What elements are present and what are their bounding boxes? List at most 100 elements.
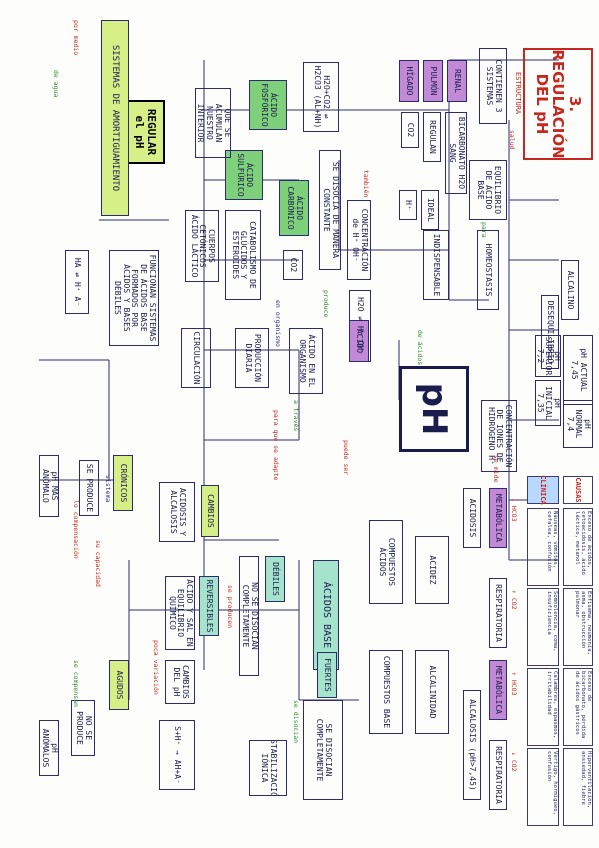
node-indispensable: INDISPENSABLE <box>423 230 449 300</box>
label-co2-low: ↓ CO2 <box>510 752 518 772</box>
node-homeostasis: HOMEOSTASIS <box>477 230 499 310</box>
node-reversibles: REVERSIBLES <box>199 576 219 636</box>
node-catabolismo: CATABOLISMO DE GLÚCIDOS Y ESTEROIDES <box>225 210 261 300</box>
node-alcalinidad: ALCALINIDAD <box>415 650 449 734</box>
annotation: salud <box>508 130 516 150</box>
regular-text: REGULAR el pH <box>133 108 159 156</box>
node-ha-eq: HA ⇌ H⁺ A⁻ <box>65 250 89 314</box>
annotation: se compensan <box>72 660 80 707</box>
node-ph-sup: pH SUPERIOR 7,2 <box>535 335 561 377</box>
subtitle: ESTRUCTURA <box>514 72 522 115</box>
row-header-causas: CAUSAS <box>563 476 593 504</box>
node-acido-sal: ÁCIDO Y SAL EN EQUILIBRIO QUÍMICO <box>165 576 195 650</box>
node-respiratoria: RESPIRATORIA <box>489 578 507 648</box>
label-hco3-up: ↑ HCO3 <box>510 672 518 696</box>
node-acido-org: ÁCIDO EN EL ORGANISMO <box>289 328 323 394</box>
row-header-clinica: CLÍNICA <box>527 475 559 505</box>
annotation: su capacidad <box>94 540 102 587</box>
node-renal: RENAL <box>447 60 467 102</box>
annotation: puede ser <box>342 440 350 476</box>
node-bicarbonato: BICARBONATO H2O SANG <box>445 112 467 194</box>
annotation: en organismo <box>274 300 282 347</box>
node-circulacion: CIRCULACIÓN <box>181 328 211 388</box>
table-cell: Exceso de bicarbonato, pérdida de ácidos… <box>563 668 593 746</box>
node-debiles: DÉBILES <box>265 556 285 602</box>
center-ph: pH <box>399 366 469 452</box>
node-h2co3: H2O+CO2 ⇌ H2CO3 (AL+NH) <box>303 62 339 132</box>
node-ecuacion: S+H⁺ → AH+A⁻ <box>159 720 195 790</box>
node-cambios-ph: CAMBIOS DEL pH <box>165 660 195 704</box>
node-ph-anomalo2: pH ANÓMALOS <box>39 720 59 776</box>
node-co2-b: CO2 <box>401 112 419 148</box>
table-cell: Enfisema, neumonía, asma, obstrucción pu… <box>563 588 593 666</box>
annotation: se disocian <box>292 700 300 744</box>
title-text: 3. REGULACIÓN DEL pH <box>532 49 585 159</box>
node-acidosis: ACIDOSIS Y ALCALOSIS <box>159 482 195 542</box>
table-cell: Vértigo, hormigueo, confusión <box>527 748 559 826</box>
table-cell: Somnolencia, coma, insuficiencia <box>527 588 559 666</box>
annotation: poca variación <box>152 640 160 695</box>
node-ph-anomalo: pH MÁS ANÓMALO <box>39 455 59 517</box>
label-co2-up: ↑ CO2 <box>510 590 518 610</box>
node-ph-actual: pH ACTUAL 7,45 <box>563 335 593 405</box>
annotation: para que se adapte <box>272 410 280 481</box>
annotation: de agua <box>52 70 60 98</box>
node-cuerpos: CUERPOS CETÓNICOS ÁCIDO LÁCTICO <box>185 210 219 282</box>
annotation: por medio <box>72 20 80 56</box>
annotation: para <box>480 222 488 238</box>
node-no-se-produce: NO SE PRODUCE <box>71 700 95 756</box>
annotation: sistema <box>104 475 112 503</box>
node-ph-normal: pH NORMAL 7,4 <box>563 400 593 448</box>
node-compuestos-acidos: COMPUESTOS ÁCIDOS <box>369 520 403 604</box>
node-cronicos: CRÓNICOS <box>113 455 133 511</box>
center-ph-text: pH <box>414 382 455 436</box>
node-h-plus: H⁺ <box>399 190 417 220</box>
main-title: 3. REGULACIÓN DEL pH <box>523 48 593 160</box>
node-no-se-disocian: NO SE DISOCIAN COMPLETAMENTE <box>239 556 259 676</box>
node-alcalino: ALCALINO <box>561 260 579 320</box>
annotation: lo compensación <box>72 500 80 559</box>
node-concentracion-oh: CONCENTRACIÓN de H⁺ OH⁻ <box>347 200 371 280</box>
node-cambios: CAMBIOS <box>201 485 219 537</box>
table-cell: Náuseas, vómitos, cefalea, confusión <box>527 508 559 586</box>
node-regulan: REGULAN <box>423 112 441 162</box>
node-fuertes: FUERTES <box>317 652 337 698</box>
node-regular: REGULAR el pH <box>125 100 165 164</box>
node-acido-fosforico: ÁCIDO FOSFÓRICO <box>249 80 287 130</box>
node-acidosis-box: ACIDOSIS <box>463 488 481 548</box>
node-equilibrio: EQUILIBRIO DE ÁCIDO BASE <box>469 160 507 220</box>
node-contienen: CONTIENEN 3 SISTEMAS <box>479 48 507 124</box>
annotation: de ácidos <box>416 330 424 366</box>
node-estabilizacion: ESTABILIZACIÓN IÓNICA <box>249 740 287 796</box>
table-cell: Exceso de ácidos, cetoacidosis, ácido lá… <box>563 508 593 586</box>
node-ideal: IDEAL <box>421 190 439 230</box>
node-se-disocian-comp: SE DISOCIAN COMPLETAMENTE <box>303 700 343 800</box>
node-alcalosis-box: ALCALOSIS (pH>7,45) <box>463 690 481 800</box>
node-metabolica2: METABÓLICA <box>489 660 507 720</box>
node-se-produce: SE PRODUCE <box>79 460 99 516</box>
clinica-label: CLÍNICA <box>539 475 547 505</box>
node-h2o-eq: H2O ⇌ H⁺ OH⁻ <box>349 290 371 362</box>
node-ph-ini: pH INICIAL 7,35 <box>535 380 561 426</box>
annotation: a través <box>292 400 300 432</box>
node-co2: CO2 <box>283 250 303 280</box>
annotation: también <box>362 170 370 198</box>
annotation: se mide <box>492 455 500 483</box>
node-acido-carbonico: ÁCIDO CARBÓNICO <box>279 180 309 236</box>
node-sistemas: SISTEMAS DE AMORTIGUAMIENTO <box>101 20 129 216</box>
table-cell: Hiperventilación, ansiedad, fiebre <box>563 748 593 826</box>
node-se-disocia: SE DISOCIA DE MANERA CONSTANTE <box>319 150 341 270</box>
table-cell: Calambres, espasmos, irritabilidad <box>527 668 559 746</box>
node-que-se: QUE SE ACUMULAN NUESTRO INTERIOR <box>195 88 231 158</box>
node-agudos: AGUDOS <box>109 660 129 710</box>
node-metabolica: METABÓLICA <box>489 488 507 548</box>
label-hco3-low: ↓ HCO3 <box>510 498 518 522</box>
node-higado: HÍGADO <box>399 60 419 102</box>
node-pulmon: PULMÓN <box>423 60 443 102</box>
annotation: se producen <box>226 585 234 629</box>
node-produccion: PRODUCCIÓN DIARIA <box>235 328 269 388</box>
node-respiratoria2: RESPIRATORIA <box>489 740 507 810</box>
node-funcionan: FUNCIONAN SISTEMAS DE ÁCIDOS BASE FORMAD… <box>109 250 159 346</box>
